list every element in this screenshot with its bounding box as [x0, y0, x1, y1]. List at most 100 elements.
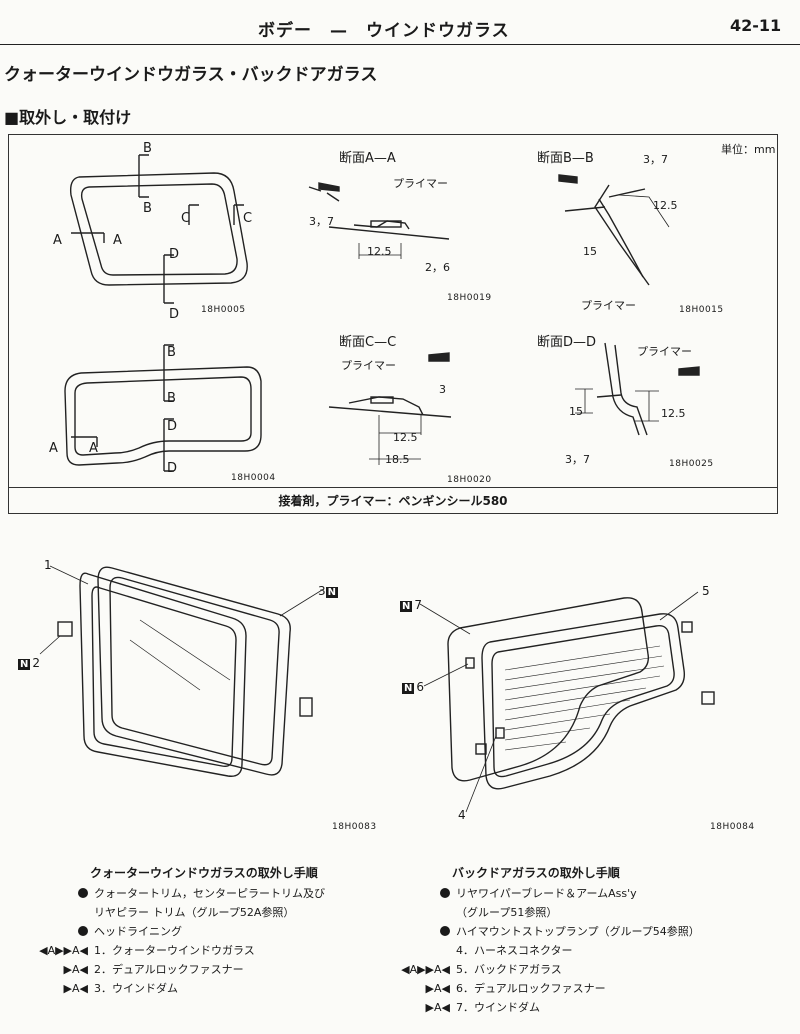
bb-37-label: 3，7 — [643, 153, 668, 166]
new-part-mark: N — [18, 659, 31, 670]
dd-primer-label: プライマー — [637, 345, 692, 358]
aa-37-label: 3，7 — [309, 215, 334, 228]
step-marker: ▶A◀ — [63, 982, 88, 995]
right-step: ◀A▶▶A◀ 5．バックドアガラス — [380, 961, 562, 977]
quarter-glass-outline — [69, 172, 248, 286]
marker-d2-top: D — [167, 419, 178, 434]
code-18h0005: 18H0005 — [201, 305, 246, 315]
aa-primer-label: プライマー — [393, 177, 448, 190]
cc-dim-125: 12.5 — [393, 431, 418, 444]
backdoor-glass — [481, 613, 686, 790]
step-marker: ◀A▶▶A◀ — [401, 963, 450, 976]
section-dd-title: 断面D—D — [537, 335, 597, 350]
dd-37-label: 3，7 — [565, 453, 590, 466]
cc-3-label: 3 — [439, 383, 446, 396]
cc-primer-label: プライマー — [341, 359, 396, 372]
marker-c-left: C — [181, 211, 191, 226]
step-text: ヘッドライニング — [94, 925, 182, 938]
cross-section-diagram-box: 単位：mm 断面A—A 断面B—B 断面C—C 断面D—D B B C C A … — [8, 134, 778, 514]
marker-c-right: C — [243, 211, 253, 226]
marker-a2-left: A — [49, 441, 58, 456]
cross-section-drawings — [64, 154, 700, 472]
section-cc-title: 断面C—C — [339, 335, 397, 350]
step-text: 5．バックドアガラス — [456, 963, 562, 976]
dd-dim-125: 12.5 — [661, 407, 686, 420]
unit-label: 単位：mm — [721, 143, 776, 156]
right-step: 4．ハーネスコネクター — [380, 942, 573, 958]
step-marker: ▶A◀ — [425, 982, 450, 995]
step-marker: ◀A▶▶A◀ — [39, 944, 88, 957]
callout-1: 1 — [44, 558, 52, 572]
page-number: 42-11 — [730, 16, 782, 35]
marker-b-top: B — [143, 141, 152, 156]
right-procedure-title: バックドアガラスの取外し手順 — [452, 866, 620, 880]
callout-4: 4 — [458, 808, 466, 822]
quarter-window-dam — [97, 566, 291, 776]
new-part-mark: N — [400, 601, 413, 612]
bb-dim-15: 15 — [583, 245, 597, 258]
new-part-mark: N — [325, 587, 339, 598]
marker-d-bottom: D — [169, 307, 180, 322]
bullet-icon — [440, 888, 450, 898]
marker-b2-top: B — [167, 345, 176, 360]
left-step: ◀A▶▶A◀ 1．クォーターウインドウガラス — [18, 942, 255, 958]
left-procedure-title: クォーターウインドウガラスの取外し手順 — [90, 866, 318, 880]
subsection-title: ■取外し・取付け — [4, 108, 132, 127]
cc-dim-185: 18.5 — [385, 453, 410, 466]
bullet-icon — [440, 926, 450, 936]
marker-a2-right: A — [89, 441, 98, 456]
right-step: （グループ51参照） — [380, 904, 557, 920]
marker-d-top: D — [169, 247, 180, 262]
step-text: 4．ハーネスコネクター — [456, 944, 573, 957]
section-bb-title: 断面B—B — [537, 151, 594, 166]
code-18h0004: 18H0004 — [231, 473, 276, 483]
callout-2-number: 2 — [32, 656, 41, 670]
right-step: ▶A◀6．デュアルロックファスナー — [380, 980, 606, 996]
bb-dim-125: 12.5 — [653, 199, 678, 212]
step-text: 7．ウインドダム — [456, 1001, 540, 1014]
left-step: ▶A◀ 2．デュアルロックファスナー — [18, 961, 244, 977]
header-rule — [0, 44, 800, 45]
header-title: ボデー — ウインドウガラス — [258, 21, 510, 41]
step-marker: ▶A◀ — [425, 1001, 450, 1014]
step-text: リヤピラー トリム（グループ52A参照） — [94, 906, 295, 919]
bullet-icon — [78, 888, 88, 898]
left-step: ▶A◀3．ウインドダム — [18, 980, 178, 996]
step-text: （グループ51参照） — [456, 906, 558, 919]
step-marker — [18, 887, 88, 900]
step-marker — [380, 925, 450, 938]
bb-primer-label: プライマー — [581, 299, 636, 312]
page-header: ボデー — ウインドウガラス 42-11 — [0, 16, 800, 46]
step-text: リヤワイパーブレード＆アームAss'y — [456, 887, 637, 900]
right-step: ハイマウントストップランプ（グループ54参照） — [380, 923, 700, 939]
step-text: 2．デュアルロックファスナー — [94, 963, 244, 976]
step-text: 1．クォーターウインドウガラス — [94, 944, 255, 957]
step-text: ハイマウントストップランプ（グループ54参照） — [456, 925, 700, 938]
step-marker — [18, 925, 88, 938]
exploded-view-drawings — [39, 565, 715, 813]
left-step: リヤピラー トリム（グループ52A参照） — [18, 904, 294, 920]
code-18h0083: 18H0083 — [332, 822, 377, 832]
new-part-mark: N — [402, 683, 415, 694]
step-marker: ▶A◀ — [63, 963, 88, 976]
adhesive-caption: 接着剤，プライマー：ペンギンシール580 — [278, 494, 508, 508]
code-18h0019: 18H0019 — [447, 293, 492, 303]
left-step: クォータートリム，センターピラートリム及び — [18, 885, 325, 901]
step-text: クォータートリム，センターピラートリム及び — [94, 887, 325, 900]
callout-7-number: 7 — [414, 598, 423, 612]
marker-d2-bottom: D — [167, 461, 178, 476]
marker-a-right: A — [113, 233, 122, 248]
code-18h0015: 18H0015 — [679, 305, 724, 315]
callout-6-number: 6 — [416, 680, 425, 694]
left-step: ヘッドライニング — [18, 923, 182, 939]
callout-5: 5 — [702, 584, 710, 598]
step-marker — [380, 887, 450, 900]
caption-divider — [9, 487, 777, 488]
aa-dim-125: 12.5 — [367, 245, 392, 258]
backdoor-glass-outline — [64, 366, 262, 466]
callout-3-number: 3 — [318, 584, 326, 598]
right-step: リヤワイパーブレード＆アームAss'y — [380, 885, 637, 901]
marker-b2-bottom: B — [167, 391, 176, 406]
